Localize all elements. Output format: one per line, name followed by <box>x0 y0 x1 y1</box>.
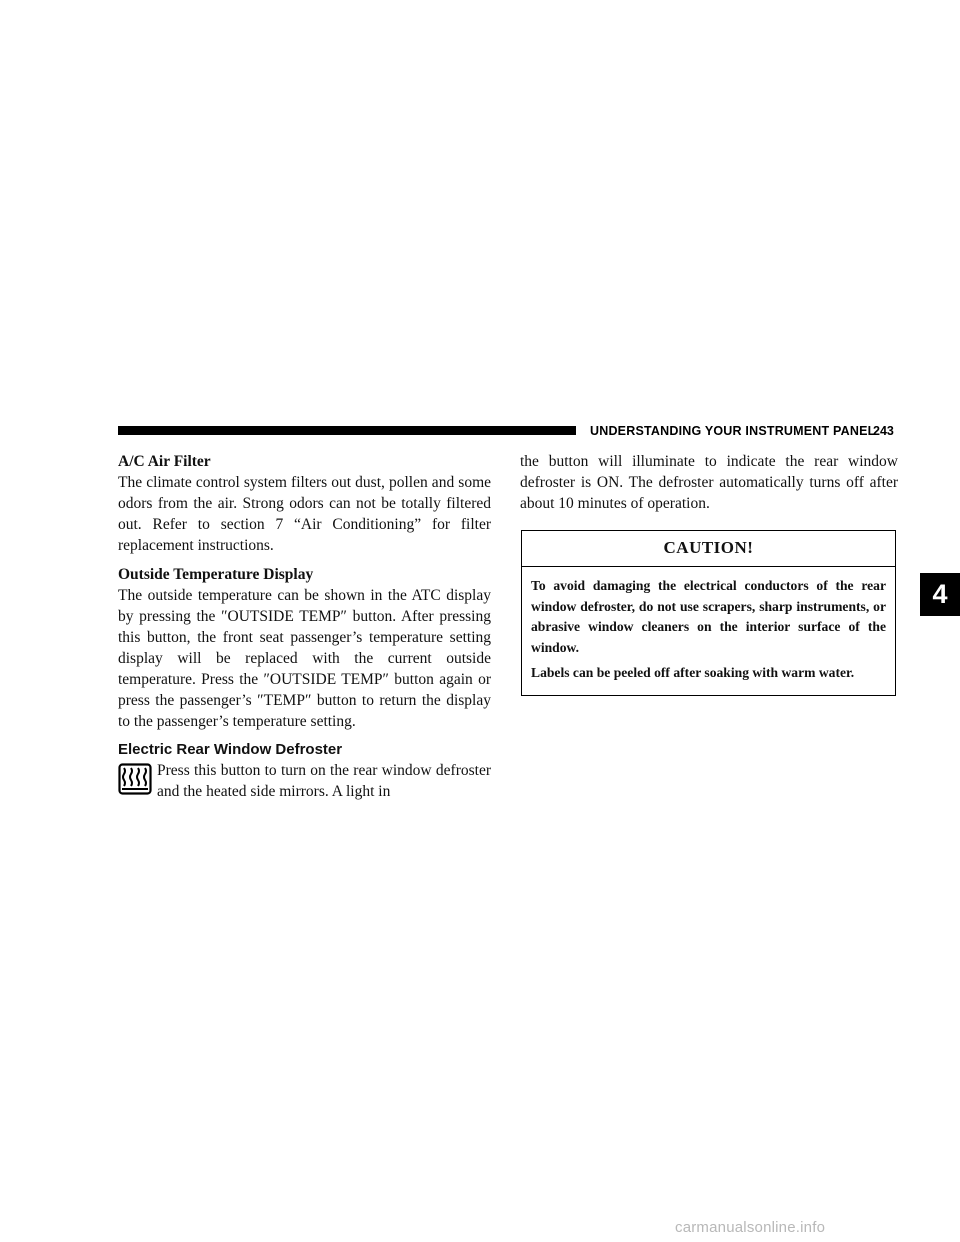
running-header-title: UNDERSTANDING YOUR INSTRUMENT PANEL <box>590 424 876 438</box>
caution-body: To avoid damaging the electrical conduct… <box>522 567 895 684</box>
section-body-rear-defroster-part1: Press this button to turn on the rear wi… <box>157 762 491 800</box>
caution-title: CAUTION! <box>522 531 895 567</box>
right-column: the button will illuminate to indicate t… <box>520 451 898 514</box>
left-column: A/C Air Filter The climate control syste… <box>118 451 491 802</box>
header-rule <box>118 426 576 435</box>
watermark: carmanualsonline.info <box>675 1219 826 1236</box>
caution-paragraph: To avoid damaging the electrical conduct… <box>531 578 886 655</box>
page-number: 243 <box>873 424 894 438</box>
caution-box: CAUTION! To avoid damaging the electrica… <box>521 530 896 696</box>
section-heading-rear-defroster: Electric Rear Window Defroster <box>118 741 343 758</box>
section-body-ac-filter: The climate control system filters out d… <box>118 474 491 554</box>
section-heading-outside-temp: Outside Temperature Display <box>118 566 314 583</box>
chapter-tab: 4 <box>920 573 960 616</box>
rear-defroster-icon <box>118 763 152 795</box>
caution-paragraph: Labels can be peeled off after soaking w… <box>531 665 855 680</box>
section-heading-ac-filter: A/C Air Filter <box>118 453 211 470</box>
section-body-outside-temp: The outside temperature can be shown in … <box>118 587 491 730</box>
section-body-rear-defroster-part2: the button will illuminate to indicate t… <box>520 453 898 512</box>
rear-defroster-row: Press this button to turn on the rear wi… <box>118 760 491 802</box>
